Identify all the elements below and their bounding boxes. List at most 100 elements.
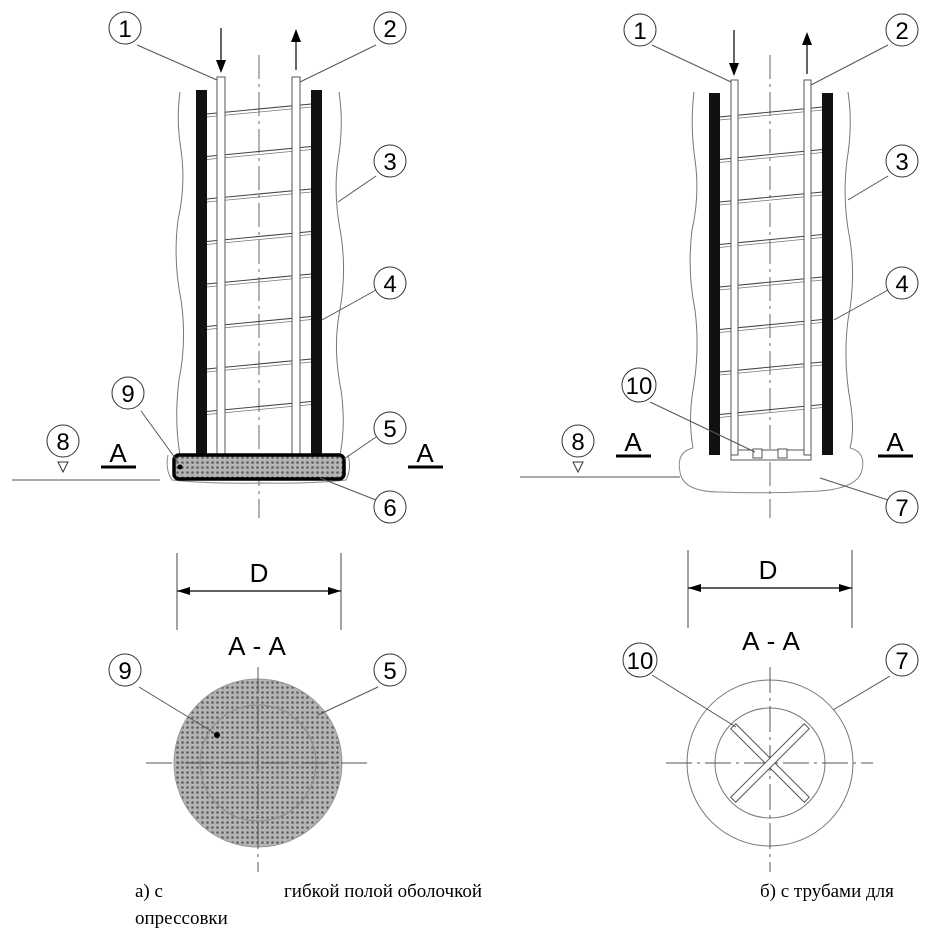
section-mark-right: А [416, 438, 434, 468]
section-mark-left: А [624, 427, 642, 457]
spiral-coil [708, 193, 834, 207]
spiral-coil [708, 147, 834, 162]
spiral-coil [708, 278, 834, 292]
callout-8 [46, 424, 80, 458]
callout-8-label: 8 [571, 429, 584, 456]
left-dimension: D [176, 553, 342, 630]
callout-5 [373, 653, 407, 687]
leader-line [343, 436, 377, 460]
spiral-coil [708, 190, 834, 204]
outlet-pipe [803, 79, 812, 456]
callout-10-label: 10 [627, 648, 654, 675]
pipe-joint [752, 448, 763, 459]
spiral-coil [708, 105, 834, 119]
callout-3 [373, 144, 407, 178]
callout-8-label: 8 [56, 429, 69, 456]
left-elevation [12, 28, 351, 518]
callout-2-label: 2 [895, 18, 908, 45]
leader-line [337, 175, 377, 203]
leader-line [833, 289, 889, 321]
outlet-pipe [291, 76, 301, 458]
inflow-arrow-icon [729, 63, 739, 76]
leader-line [832, 675, 891, 711]
callout-2 [373, 11, 407, 45]
spiral-coil [708, 108, 834, 122]
injection-pipe [730, 79, 739, 456]
spiral-reinforcement [708, 105, 834, 419]
caption-a-prefix: а) с [135, 881, 163, 902]
spiral-coil [708, 360, 834, 374]
spiral-coil [708, 363, 834, 377]
dimension-arrow-icon [177, 587, 190, 595]
longitudinal-rebar-left [196, 90, 207, 455]
callout-4 [373, 266, 407, 300]
bore-wall-right [844, 91, 854, 449]
leader-line [649, 401, 756, 453]
callout-7 [885, 643, 919, 677]
callout-3-label: 3 [895, 149, 908, 176]
outflow-arrow-icon [802, 32, 812, 45]
leader-line [136, 44, 218, 81]
inflow-arrow-icon [216, 60, 226, 73]
level-mark-icon [572, 461, 584, 474]
callout-2 [885, 13, 919, 47]
callout-10 [622, 642, 658, 678]
spiral-coil [195, 190, 323, 204]
callout-1 [623, 13, 657, 47]
longitudinal-rebar-left [709, 93, 720, 455]
pipe-joint [777, 448, 788, 459]
section-mark-left: А [109, 438, 127, 468]
callout-10 [621, 367, 657, 403]
leader-line [321, 289, 377, 321]
callout-10-label: 10 [626, 373, 653, 400]
spiral-coil [708, 232, 834, 247]
spiral-coil [708, 317, 834, 332]
leader-line [138, 686, 217, 735]
leader-line [140, 410, 179, 463]
callout-9-label: 9 [118, 658, 131, 685]
caption-a-line2: опрессовки [135, 908, 228, 929]
cross-pipes [730, 723, 810, 803]
leader-line [651, 674, 737, 728]
leader-line [299, 44, 377, 83]
dimension-label: D [250, 558, 269, 588]
spiral-coil [708, 275, 834, 289]
leader-line [819, 477, 889, 501]
callout-3-label: 3 [383, 149, 396, 176]
shell-point [214, 732, 220, 738]
spiral-coil [708, 321, 834, 334]
shell-point [177, 464, 183, 470]
hollow-shell [172, 453, 346, 481]
outflow-arrow-icon [291, 29, 301, 42]
spiral-coil [708, 406, 834, 419]
callout-5-label: 5 [383, 658, 396, 685]
callout-7 [885, 490, 919, 524]
leader-line [317, 686, 379, 716]
left-plan-section: А - А 9 5 [108, 631, 407, 872]
callout-5-label: 5 [383, 416, 396, 443]
longitudinal-rebar-right [822, 93, 833, 455]
leader-line [847, 175, 889, 201]
callout-4-label: 4 [383, 271, 396, 298]
section-title: А - А [228, 631, 286, 661]
injection-pipe [216, 76, 226, 458]
dimension-arrow-icon [839, 584, 852, 592]
right-callouts: 1 2 3 4 10 7 8 А А [561, 13, 919, 524]
callout-7-label: 7 [895, 495, 908, 522]
level-mark-icon [57, 461, 69, 474]
leader-line [810, 44, 889, 86]
section-title: А - А [742, 626, 800, 656]
right-elevation [520, 30, 864, 518]
callout-5 [373, 411, 407, 445]
callout-9 [108, 653, 142, 687]
dimension-arrow-icon [328, 587, 341, 595]
caption-a-text: гибкой полой оболочкой [284, 881, 483, 902]
callout-2-label: 2 [383, 16, 396, 43]
bore-wall-right [335, 91, 345, 456]
leader-line [319, 477, 377, 501]
callout-1-label: 1 [633, 18, 646, 45]
callout-9-label: 9 [121, 381, 134, 408]
callout-9 [111, 376, 145, 410]
longitudinal-rebar-right [311, 90, 322, 455]
